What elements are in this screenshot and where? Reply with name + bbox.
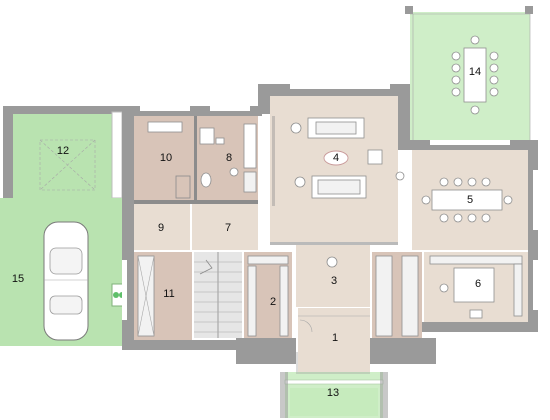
windows xyxy=(122,84,538,320)
room-8 xyxy=(196,116,258,200)
car-icon xyxy=(43,221,89,341)
porch-13 xyxy=(280,372,388,418)
room-label-13: 13 xyxy=(327,387,339,399)
room-label-3: 3 xyxy=(331,275,337,287)
room-10 xyxy=(134,116,194,200)
room-label-14: 14 xyxy=(469,66,481,78)
room-5 xyxy=(395,150,528,250)
room-6 xyxy=(424,252,528,322)
room-label-8: 8 xyxy=(226,152,232,164)
room-label-1: 1 xyxy=(332,332,338,344)
room-label-9: 9 xyxy=(158,222,164,234)
terrace-table xyxy=(451,35,499,115)
room-label-2: 2 xyxy=(270,296,276,308)
room-label-6: 6 xyxy=(475,278,481,290)
room-3 xyxy=(296,245,370,307)
room-label-4: 4 xyxy=(333,152,339,164)
room-4 xyxy=(270,96,398,242)
room-label-15: 15 xyxy=(12,273,24,285)
wardrobe xyxy=(372,252,422,338)
room-11 xyxy=(134,252,192,340)
room-9 xyxy=(134,204,190,250)
room-1 xyxy=(298,308,370,372)
room-label-7: 7 xyxy=(225,222,231,234)
staircase xyxy=(194,252,242,338)
room-label-5: 5 xyxy=(467,194,473,206)
room-2 xyxy=(244,252,292,338)
room-label-12: 12 xyxy=(57,145,69,157)
room-7 xyxy=(192,204,258,250)
room-label-10: 10 xyxy=(160,152,172,164)
room-label-11: 11 xyxy=(163,288,174,300)
